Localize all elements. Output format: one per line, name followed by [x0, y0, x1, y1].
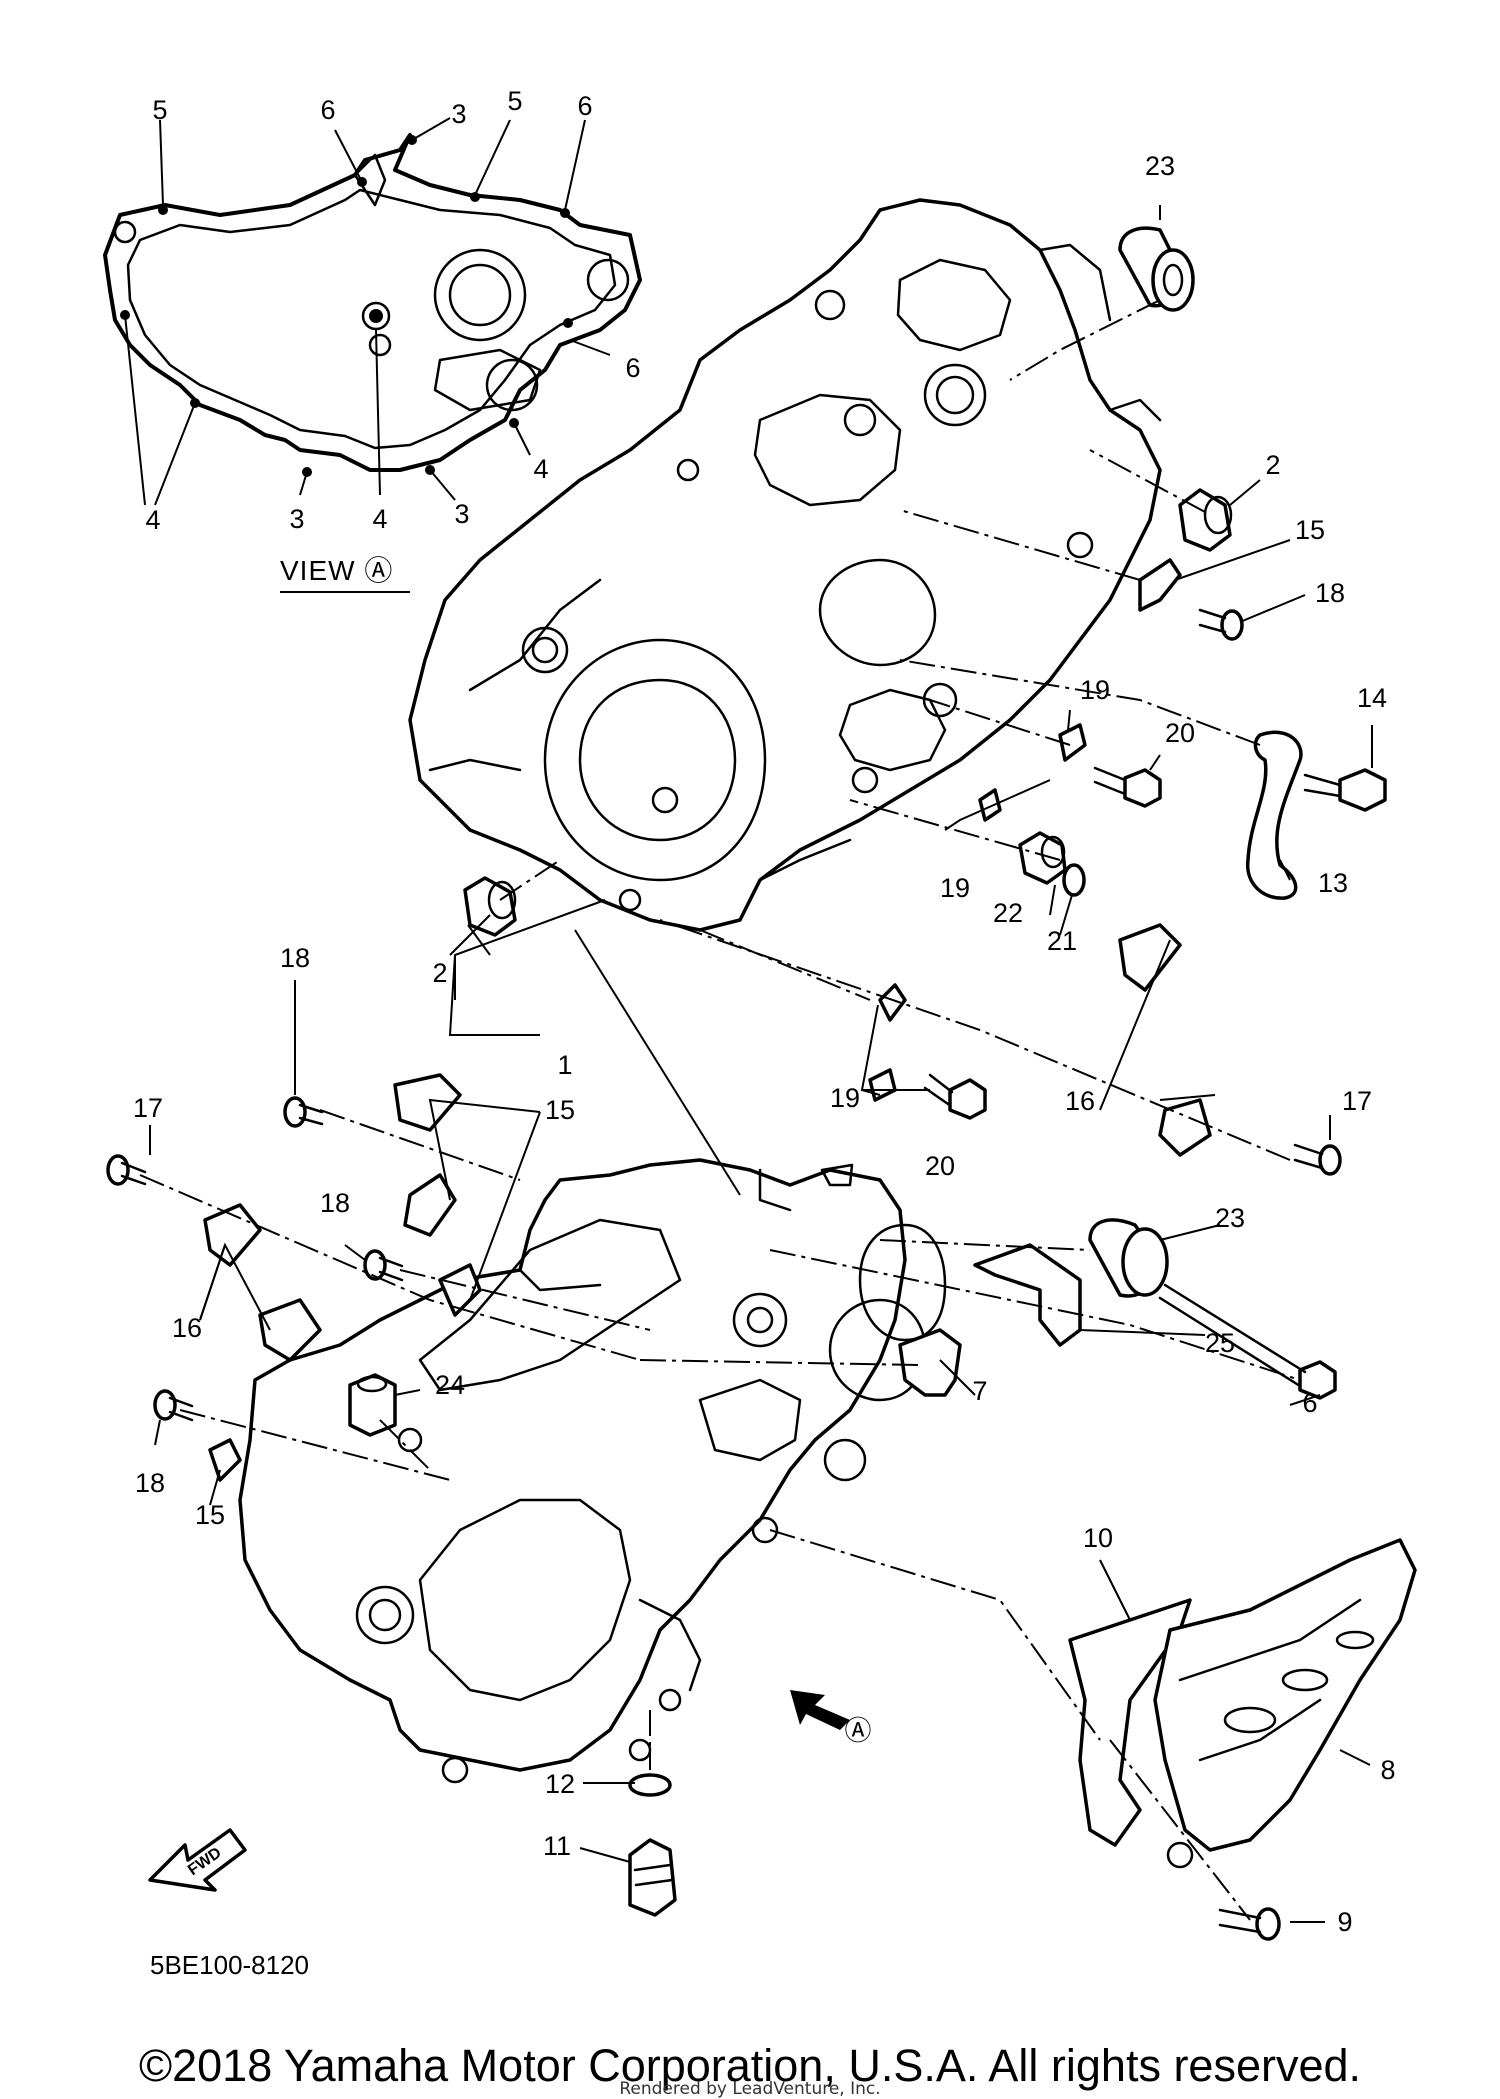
- callout-23: 23: [1215, 1203, 1245, 1233]
- callout-4: 4: [533, 454, 548, 484]
- gasket-10: [1068, 1598, 1192, 1847]
- callout-3: 3: [289, 504, 304, 534]
- callout-20: 20: [925, 1151, 955, 1181]
- callout-19: 19: [940, 873, 970, 903]
- view-a-arrow-icon: Ⓐ: [790, 1690, 872, 1746]
- dowel-pin-2-lower: [463, 876, 517, 937]
- damper-24: [348, 1373, 397, 1437]
- callout-6: 6: [320, 95, 335, 125]
- bolt-6: [1158, 1283, 1337, 1400]
- oil-seal-23-upper: [1118, 226, 1195, 312]
- cover-8: [1153, 1538, 1417, 1869]
- diagram-code: 5BE100-8120: [150, 1950, 310, 1980]
- screws-17-18-left: [106, 1096, 1342, 1422]
- callout-17: 17: [1342, 1086, 1372, 1116]
- callout-5: 5: [507, 86, 522, 116]
- bolt-20-upper: [1093, 766, 1162, 808]
- callout-17: 17: [133, 1093, 163, 1123]
- callout-22: 22: [993, 898, 1023, 928]
- callout-14: 14: [1357, 683, 1387, 713]
- bolt-20-lower: [923, 1073, 987, 1120]
- callout-3: 3: [454, 499, 469, 529]
- clips-15-16-19: [203, 558, 1212, 1482]
- callout-18: 18: [280, 943, 310, 973]
- crankcase-right-half: [408, 198, 1162, 932]
- callout-12: 12: [545, 1769, 575, 1799]
- callout-7: 7: [972, 1376, 987, 1406]
- callout-2: 2: [1265, 450, 1280, 480]
- collar-22: [1018, 831, 1067, 885]
- callout-2: 2: [432, 958, 447, 988]
- callout-23: 23: [1145, 151, 1175, 181]
- callout-3: 3: [451, 99, 466, 129]
- callout-9: 9: [1337, 1907, 1352, 1937]
- dowel-pin-2-upper: [1178, 488, 1233, 552]
- copyright-notice: ©2018 Yamaha Motor Corporation, U.S.A. A…: [138, 2040, 1362, 2091]
- callout-18: 18: [320, 1188, 350, 1218]
- callout-6: 6: [1302, 1388, 1317, 1418]
- callout-11: 11: [543, 1831, 571, 1861]
- callout-15: 15: [1295, 515, 1325, 545]
- callout-6: 6: [577, 91, 592, 121]
- leader-lines: [149, 205, 1373, 1923]
- callout-19: 19: [1080, 675, 1110, 705]
- crankcase-gasket-view-a: [103, 117, 642, 506]
- callout-20: 20: [1165, 718, 1195, 748]
- crankcase-left-half: [238, 1158, 947, 1784]
- callout-4: 4: [372, 504, 387, 534]
- callout-numbers: 5 6 3 5 6 6 4 4 3 4 3 23 2 15 18 14 19 2…: [133, 86, 1396, 1937]
- clamp-13: [1246, 730, 1303, 900]
- callout-18: 18: [1315, 578, 1345, 608]
- callout-8: 8: [1380, 1755, 1395, 1785]
- screw-18-upper: [1198, 608, 1244, 641]
- guide-25: [973, 1243, 1082, 1347]
- callout-16: 16: [172, 1313, 202, 1343]
- callout-16: 16: [1065, 1086, 1095, 1116]
- callout-6: 6: [625, 353, 640, 383]
- callout-24: 24: [435, 1370, 465, 1400]
- callout-1: 1: [557, 1050, 572, 1080]
- view-a-label: VIEW Ⓐ: [280, 549, 410, 593]
- callout-15: 15: [195, 1500, 225, 1530]
- callout-10: 10: [1083, 1523, 1113, 1553]
- callout-21: 21: [1047, 926, 1077, 956]
- view-a-marker: Ⓐ: [845, 1716, 872, 1746]
- bolt-14: [1303, 768, 1387, 812]
- screw-9: [1218, 1907, 1281, 1941]
- plate-7: [898, 1328, 962, 1397]
- fwd-arrow-icon: FWD: [148, 1828, 247, 1892]
- oil-seal-23-lower: [1088, 1218, 1169, 1298]
- render-credit: Rendered by LeadVenture, Inc.: [619, 2079, 881, 2099]
- callout-13: 13: [1318, 868, 1348, 898]
- drain-plug-11-washer-12: [628, 1773, 677, 1917]
- callout-5: 5: [152, 95, 167, 125]
- assembly-lines: [139, 299, 1301, 1921]
- callout-19: 19: [830, 1083, 860, 1113]
- callout-15: 15: [545, 1095, 575, 1125]
- callout-18: 18: [135, 1468, 165, 1498]
- callout-4: 4: [145, 505, 160, 535]
- callout-25: 25: [1205, 1328, 1235, 1358]
- o-ring-21: [1062, 863, 1086, 897]
